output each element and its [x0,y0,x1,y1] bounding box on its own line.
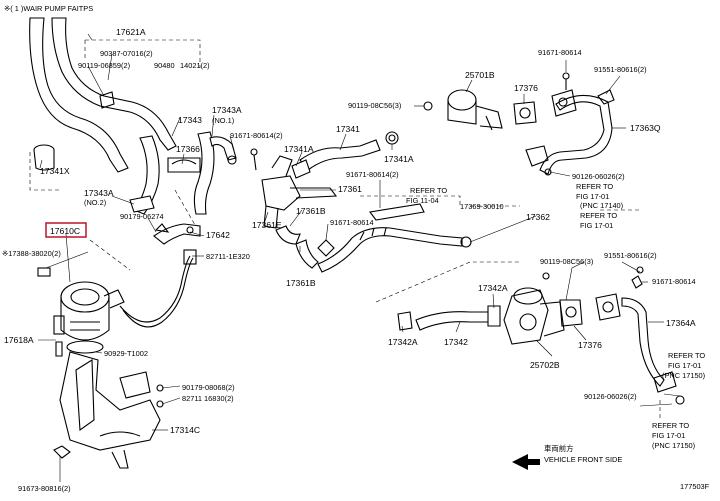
label-90119-08c56-b[interactable]: 90119-08C56(3) [540,257,593,266]
group-bracket-17342 [375,261,520,303]
label-90119-06859[interactable]: 90119-06859(2) [78,61,130,70]
label-17642[interactable]: 17642 [206,230,230,240]
label-17314C[interactable]: 17314C [170,425,200,435]
bracket-ref-11-04 [369,203,425,221]
hose-leader-dash [174,189,196,226]
hose-17343 [129,131,237,215]
pipe-17363Q [525,72,615,176]
label-17341[interactable]: 17341 [336,124,360,134]
valve-25702B [503,272,583,345]
pipe-17364A [595,266,685,405]
ref-17-01-e-line2[interactable]: FIG 17-01 [652,431,685,440]
vehicle-front-en: VEHICLE FRONT SIDE [544,455,622,464]
ref-pnc-17150: (PNC 17150) [652,441,695,450]
label-17362[interactable]: 17362 [526,212,550,222]
label-17343[interactable]: 17343 [178,115,202,125]
label-91551-80616-b[interactable]: 91551-80616(2) [604,251,657,260]
label-17341X[interactable]: 17341X [40,166,70,176]
valve-25701B [423,89,503,131]
label-90929-T1002[interactable]: 90929-T1002 [104,349,148,358]
label-82711-16830[interactable]: 82711 16830(2) [182,394,234,403]
group-bracket-17341X [29,152,60,191]
highlight-17610C [45,222,87,238]
group-bracket-17621A [85,39,201,68]
label-17341A-a[interactable]: 17341A [284,144,314,154]
label-17388-38020[interactable]: ※17388-38020(2) [2,249,61,258]
hose-17621A [29,17,177,173]
label-no2: (NO.2) [84,198,106,207]
label-91671-80614-d[interactable]: 91671-80614 [538,48,582,57]
label-90179-08068[interactable]: 90179-08068(2) [182,383,235,392]
label-91671-80614-e[interactable]: 91671-80614 [652,277,696,286]
label-90119-08c56-a[interactable]: 90119-08C56(3) [348,101,401,110]
label-17342A-b[interactable]: 17342A [388,337,418,347]
label-17363Q[interactable]: 17363Q [630,123,661,133]
ref-11-04-line2[interactable]: FIG 11-04 [406,196,439,205]
label-82711-1e320[interactable]: 82711-1E320 [206,252,250,261]
valve-17361 [227,148,338,229]
ref-17-01-c-line2[interactable]: FIG 17-01 [580,221,613,230]
bracket-17314C [53,351,164,469]
label-17376-a[interactable]: 17376 [514,83,538,93]
label-17366[interactable]: 17366 [176,144,200,154]
air-pump-17610C [37,267,125,357]
ref-17-01-a-line1[interactable]: REFER TO [576,182,613,191]
label-17343A-no2[interactable]: 17343A [84,188,114,198]
ref-17-01-d-line1[interactable]: REFER TO [668,351,705,360]
ref-pnc-17140: (PNC 17140) [580,201,623,210]
label-17364A[interactable]: 17364A [666,318,696,328]
label-17361E[interactable]: 17361E [252,220,282,230]
label-17610C[interactable]: 17610C [50,226,80,236]
label-17361B-a[interactable]: 17361B [296,206,326,216]
ref-17-01-a-line2[interactable]: FIG 17-01 [576,192,609,201]
wire-harness-pump [119,255,191,323]
label-17343A-no1[interactable]: 17343A [212,105,242,115]
ref-pnc-17150-top: (PNC 17150) [662,371,705,380]
label-90480[interactable]: 90480 [154,61,175,70]
wire-harness-pump-outer [122,257,194,328]
label-17369-30010[interactable]: 17369-30010 [460,202,504,211]
label-90387-07016[interactable]: 90387-07016(2) [100,49,153,58]
pipe-17369 [317,227,472,273]
pump-leader-dash [89,239,131,271]
diagram-id: 177503F [680,482,710,491]
bracket-17642 [153,223,201,245]
ref-17-01-c-line1[interactable]: REFER TO [580,211,617,220]
label-25701B[interactable]: 25701B [465,70,495,80]
label-14021[interactable]: 14021(2) [180,61,210,70]
label-17342[interactable]: 17342 [444,337,468,347]
pipe-17341 [291,131,399,179]
label-17342A-a[interactable]: 17342A [478,283,508,293]
label-17621A[interactable]: 17621A [116,27,146,37]
label-90126-06026-b[interactable]: 90126-06026(2) [584,392,637,401]
vehicle-front-arrow [512,454,540,470]
label-90126-06026-a[interactable]: 90126-06026(2) [572,172,625,181]
header-title: ※( 1 )WAIR PUMP FAITPS [4,4,93,13]
group-bracket-17361 [360,195,461,206]
ref-11-04-line1[interactable]: REFER TO [410,186,447,195]
gasket-17376-top [513,101,537,125]
label-91551-80616-a[interactable]: 91551-80616(2) [594,65,647,74]
hose-17361B [275,225,319,269]
label-91671-80614-b[interactable]: 91671-80614(2) [346,170,399,179]
ref-17-01-d-line2[interactable]: FIG 17-01 [668,361,701,370]
label-no1: (NO.1) [212,116,234,125]
label-17361B-b[interactable]: 17361B [286,278,316,288]
label-17618A[interactable]: 17618A [4,335,34,345]
connector-82711-1e320 [183,249,197,265]
ref-17-01-e-line1[interactable]: REFER TO [652,421,689,430]
label-17376-b[interactable]: 17376 [578,340,602,350]
hose-17342 [397,305,501,331]
label-91673-80816[interactable]: 91673-80816(2) [18,484,71,493]
label-91671-80614-a[interactable]: 91671-80614(2) [230,131,283,140]
label-91671-80614-c[interactable]: 91671-80614 [330,218,374,227]
leader-lines [38,33,681,482]
label-25702B[interactable]: 25702B [530,360,560,370]
vehicle-front-jp: 車両前方 [544,444,574,453]
label-17361[interactable]: 17361 [338,184,362,194]
label-17341A-b[interactable]: 17341A [384,154,414,164]
label-90179-06274[interactable]: 90179-06274 [120,212,164,221]
